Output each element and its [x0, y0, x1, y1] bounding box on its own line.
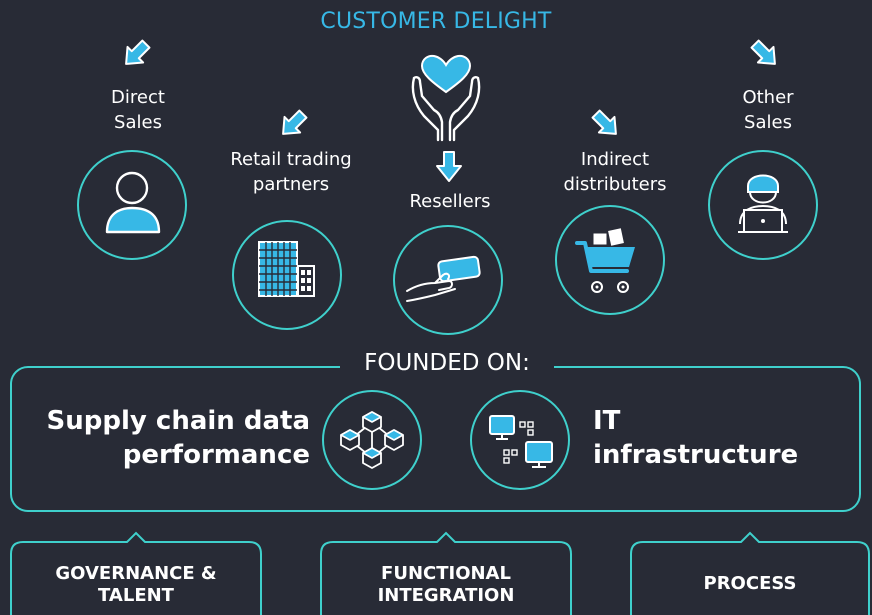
resellers-circle: [393, 225, 503, 335]
arrow-down-icon: [436, 151, 462, 182]
pillar-process: PROCESS: [703, 573, 797, 594]
arrow-down-right-icon: [591, 109, 617, 135]
buildings-icon: [258, 241, 315, 297]
shopping-cart-icon: [575, 227, 635, 293]
retail-circle: [232, 220, 342, 330]
arrow-down-right-icon: [750, 39, 776, 65]
founded-on-title: FOUNDED ON:: [340, 348, 554, 378]
other-sales-circle: [708, 150, 818, 260]
person-icon: [105, 171, 161, 234]
arrow-down-left-icon: [282, 109, 308, 135]
network-computers-icon: [489, 415, 553, 468]
arrow-down-left-icon: [125, 39, 151, 65]
diagram-title: CUSTOMER DELIGHT: [320, 9, 552, 34]
direct-sales-circle: [77, 150, 187, 260]
blockchain-cubes-icon: [340, 411, 404, 469]
pillar-governance-talent: GOVERNANCE &TALENT: [55, 563, 217, 606]
pillar-frame-governance: [10, 531, 262, 615]
pillar-frame-functional: [320, 531, 572, 615]
indirect-circle: [555, 205, 665, 315]
laptop-user-icon: [738, 174, 788, 233]
heart-hands-icon: [411, 54, 481, 142]
it-circle: [470, 390, 570, 490]
supply-chain-circle: [322, 390, 422, 490]
hand-card-icon: [406, 255, 481, 302]
channel-label-resellers: Resellers: [409, 191, 491, 212]
pillar-frame-process: [630, 531, 870, 615]
